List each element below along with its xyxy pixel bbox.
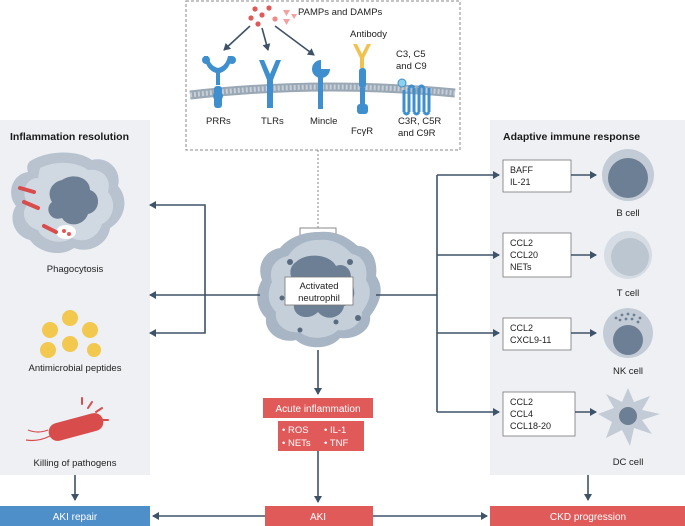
antimicrobial-label: Antimicrobial peptides (29, 363, 122, 374)
c3r-label-line2: and C9R (398, 128, 436, 139)
complement-label-line1: C3, C5 (396, 49, 426, 60)
nkcell-item-1: CXCL9-11 (510, 335, 551, 345)
arrow-to-killing (149, 295, 206, 337)
ckd-label: CKD progression (550, 512, 626, 523)
c3r-receptor-icon (402, 84, 431, 116)
mediators-box (278, 421, 364, 451)
bcell-label: B cell (616, 208, 639, 219)
tcell-cytokine-box (502, 232, 572, 278)
arrow-to-tlrs (261, 27, 271, 51)
dccell-item-0: CCL2 (510, 397, 533, 407)
left-panel-title: Inflammation resolution (10, 131, 129, 143)
tcell-label: T cell (617, 288, 640, 299)
mediator-il1: • IL-1 (324, 425, 346, 436)
antimicrobial-peptides-icon (40, 310, 101, 358)
arrow-to-prrs (223, 25, 251, 51)
dccell-item-1: CCL4 (510, 409, 533, 419)
tcell-item-0: CCL2 (510, 238, 533, 248)
killing-label: Killing of pathogens (34, 458, 117, 469)
mincle-label: Mincle (310, 116, 337, 127)
right-panel-title: Adaptive immune response (503, 131, 640, 143)
tcell-item-2: NETs (510, 262, 532, 272)
mediator-tnf: • TNF (324, 438, 348, 449)
ckd-progression-box (490, 506, 685, 526)
bcell-item-0: BAFF (510, 165, 534, 175)
aki-box (265, 506, 373, 526)
dccell-label: DC cell (613, 457, 644, 468)
b-cell-icon (602, 149, 654, 201)
nk-cell-icon (603, 308, 653, 358)
aki-repair-box (0, 506, 150, 526)
tcell-item-1: CCL20 (510, 250, 538, 260)
bcell-item-1: IL-21 (510, 177, 531, 187)
complement-label-line2: and C9 (396, 61, 427, 72)
neutrophil-label-line1: Activated (299, 281, 338, 292)
prrs-label: PRRs (206, 116, 231, 127)
mincle-receptor-icon (312, 60, 330, 109)
antibody-label: Antibody (350, 29, 387, 40)
acute-inflammation-label: Acute inflammation (275, 404, 360, 415)
fcyr-receptor-icon (357, 68, 368, 114)
complement-molecule-icon (397, 78, 407, 88)
aki-repair-label: AKI repair (53, 512, 98, 523)
antibody-icon (353, 44, 371, 68)
pathogen-killing-icon (25, 397, 109, 442)
nkcell-label: NK cell (613, 366, 643, 377)
acute-inflammation-box (263, 398, 373, 418)
fcyr-label: FcγR (351, 126, 373, 137)
phagocyte-icon (11, 152, 125, 254)
dccell-cytokine-box (502, 391, 576, 437)
tlrs-receptor-icon (259, 60, 281, 108)
mediator-ros: • ROS (282, 425, 309, 436)
nkcell-item-0: CCL2 (510, 323, 533, 333)
arrow-to-phagocytosis (149, 201, 260, 296)
c3r-label-line1: C3R, C5R (398, 116, 441, 127)
nkcell-cytokine-box (502, 317, 572, 351)
aki-label: AKI (310, 512, 326, 523)
neutrophil-label-line2: neutrophil (298, 293, 340, 304)
prrs-receptor-icon (202, 56, 236, 108)
pamp-damp-particles-icon (248, 5, 297, 27)
dc-cell-icon (598, 388, 660, 446)
phagocytosis-label: Phagocytosis (47, 264, 104, 275)
dccell-item-2: CCL18-20 (510, 421, 551, 431)
tlrs-label: TLRs (261, 116, 284, 127)
pamps-damps-label: PAMPs and DAMPs (298, 7, 383, 18)
mediator-nets: • NETs (282, 438, 311, 449)
t-cell-icon (604, 231, 652, 279)
bcell-cytokine-box (502, 159, 572, 193)
arrow-to-mincle (274, 25, 315, 56)
neutrophil-label-box (284, 276, 354, 306)
